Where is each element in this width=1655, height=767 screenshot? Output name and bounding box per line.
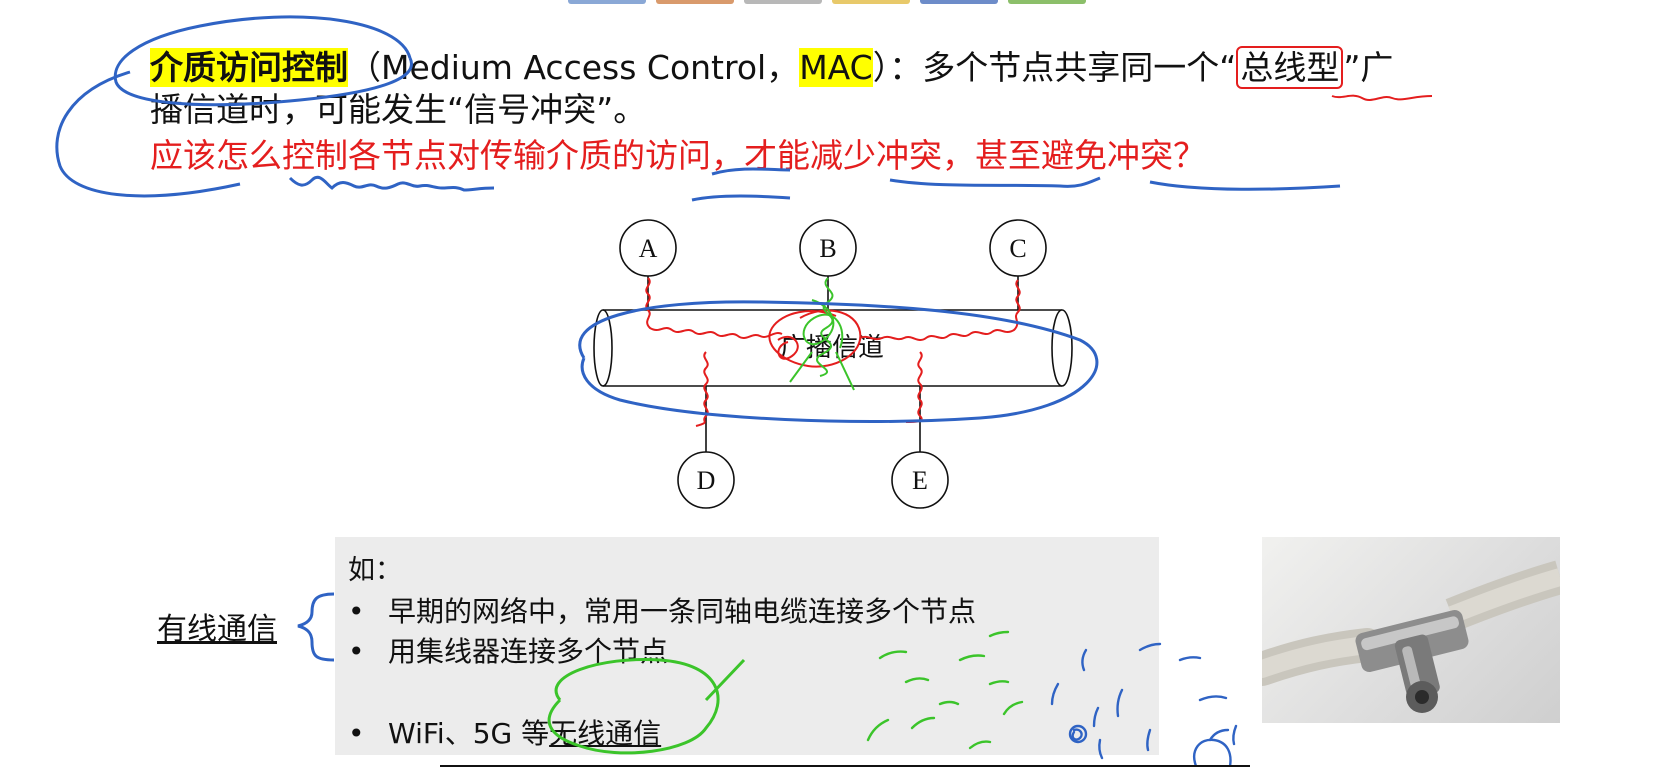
node-label: D xyxy=(697,466,716,495)
bullet-dot: • xyxy=(348,717,365,750)
signal-scribbles xyxy=(645,277,1021,427)
node-B: B xyxy=(799,219,857,277)
question-text: 应该怎么控制各节点对传输介质的访问，才能减少冲突，甚至避免冲突？ xyxy=(150,136,1206,175)
bullet-dot: • xyxy=(348,635,365,668)
examples-heading: 如： xyxy=(348,555,402,586)
paren-open: （ xyxy=(348,48,381,87)
pen-circle-wireless xyxy=(547,657,746,755)
node-D: D xyxy=(677,451,735,509)
node-A: A xyxy=(619,219,677,277)
wireless-text: 无线通信 xyxy=(549,717,662,750)
slide-tab-strip xyxy=(568,0,1086,6)
coaxial-t-connector-icon xyxy=(1262,560,1560,713)
slide-tab[interactable] xyxy=(920,0,998,4)
example-item-text: 用集线器连接多个节点 xyxy=(388,635,669,668)
intro-line-1: 介质访问控制（Medium Access Control，MAC）：多个节点共享… xyxy=(150,46,1393,90)
coaxial-connector-photo xyxy=(1262,537,1560,723)
node-label: A xyxy=(639,234,658,263)
wifi-prefix: WiFi、5G 等 xyxy=(388,717,550,750)
pen-underline-wavy xyxy=(288,175,495,192)
wireless-wave-doodles xyxy=(866,630,1238,767)
node-C: C xyxy=(989,219,1047,277)
pen-underline-access-2 xyxy=(691,194,791,202)
slide-tab[interactable] xyxy=(568,0,646,4)
example-item: • WiFi、5G 等无线通信 xyxy=(348,712,661,752)
bullet-dot: • xyxy=(348,595,365,628)
example-item: • 用集线器连接多个节点 xyxy=(348,630,668,670)
pen-red-wave xyxy=(1331,94,1433,101)
green-collision-scribble xyxy=(789,277,855,391)
pen-underline-reduce xyxy=(889,176,1101,188)
pen-underline-avoid xyxy=(1149,180,1341,191)
pen-brace-wired xyxy=(297,592,335,662)
example-item-text: 早期的网络中，常用一条同轴电缆连接多个节点 xyxy=(388,595,977,628)
slide-tab[interactable] xyxy=(832,0,910,4)
examples-box xyxy=(335,537,1159,755)
pen-loop-term xyxy=(55,15,413,198)
broadcast-channel-cylinder: 广播信道 xyxy=(593,309,1073,387)
wired-label: 有线通信 xyxy=(157,612,277,647)
slide-tab[interactable] xyxy=(744,0,822,4)
example-item: • 早期的网络中，常用一条同轴电缆连接多个节点 xyxy=(348,590,976,630)
mac-english: Medium Access Control， xyxy=(381,48,800,87)
mac-term: 介质访问控制 xyxy=(150,48,348,87)
slide-tab[interactable] xyxy=(1008,0,1086,4)
node-label: B xyxy=(819,234,836,263)
pen-circle-channel xyxy=(578,300,1099,423)
node-label: C xyxy=(1009,234,1026,263)
bus-type-boxed: 总线型 xyxy=(1236,46,1344,89)
intro-after: ）：多个节点共享同一个“ xyxy=(872,48,1237,87)
slide-tab[interactable] xyxy=(656,0,734,4)
mac-abbr: MAC xyxy=(799,48,873,87)
pen-underline-access xyxy=(711,167,791,176)
intro-tail: ”广 xyxy=(1343,48,1394,87)
node-label: E xyxy=(912,466,928,495)
node-E: E xyxy=(891,451,949,509)
intro-line-2: 播信道时，可能发生“信号冲突”。 xyxy=(150,90,647,129)
